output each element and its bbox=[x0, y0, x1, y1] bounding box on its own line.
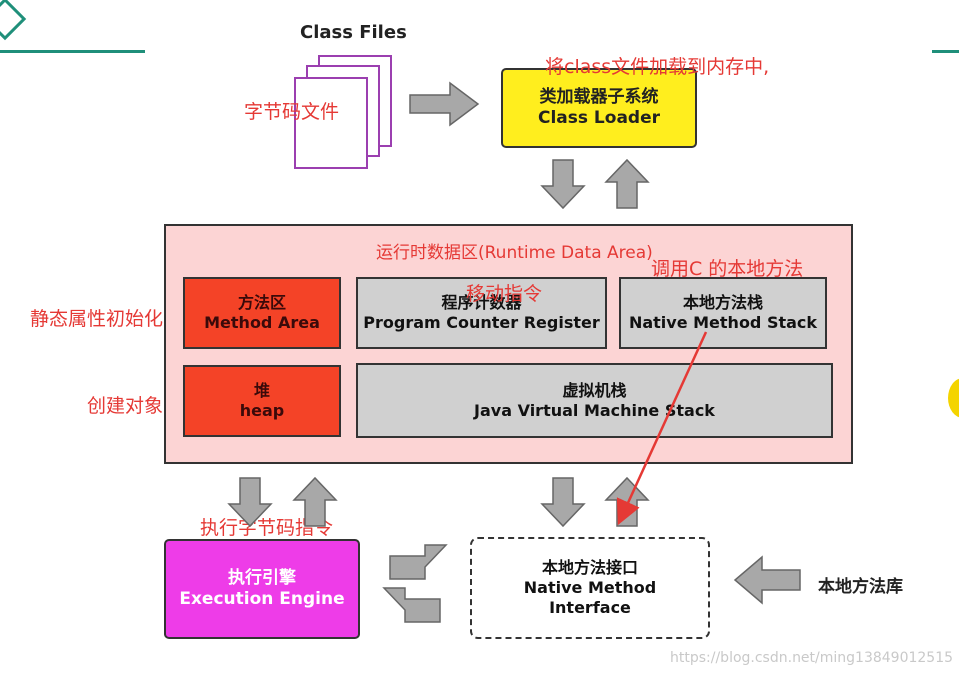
arrow-runtime-down-to-engine bbox=[227, 477, 273, 528]
heap-en: heap bbox=[239, 401, 285, 420]
pc-register-cn: 程序计数器 bbox=[441, 293, 522, 312]
native-method-stack-en: Native Method Stack bbox=[628, 313, 818, 332]
class-loader-cn: 类加载器子系统 bbox=[539, 86, 659, 107]
arrow-engine-to-native bbox=[389, 544, 448, 580]
arrow-engine-up-to-runtime bbox=[292, 476, 338, 527]
native-method-stack-box: 本地方法栈 Native Method Stack bbox=[619, 277, 827, 349]
native-interface-en-2: Interface bbox=[549, 598, 631, 617]
top-right-rule bbox=[932, 50, 959, 53]
native-interface-en-1: Native Method bbox=[523, 578, 657, 597]
execution-engine-en: Execution Engine bbox=[179, 589, 345, 609]
move-instruction-note: 移动指令 bbox=[466, 283, 543, 305]
native-interface-cn: 本地方法接口 bbox=[541, 558, 638, 577]
native-method-library-label: 本地方法库 bbox=[818, 577, 903, 597]
arrow-library-to-native bbox=[733, 555, 801, 605]
arrow-loader-down bbox=[540, 159, 586, 210]
execute-bytecode-note: 执行字节码指令 bbox=[200, 517, 334, 539]
execution-engine-cn: 执行引擎 bbox=[228, 567, 296, 588]
watermark: https://blog.csdn.net/ming13849012515 bbox=[670, 650, 954, 666]
static-init-note: 静态属性初始化 bbox=[30, 308, 164, 330]
class-files-title: Class Files bbox=[300, 22, 407, 43]
call-c-native-note: 调用C 的本地方法 bbox=[651, 258, 804, 280]
method-area-box: 方法区 Method Area bbox=[183, 277, 341, 349]
class-loader-en: Class Loader bbox=[538, 108, 660, 128]
arrow-files-to-loader bbox=[409, 81, 480, 127]
create-object-note: 创建对象 bbox=[87, 395, 164, 417]
top-left-rule bbox=[0, 50, 145, 53]
method-area-en: Method Area bbox=[204, 313, 320, 332]
jvm-stack-en: Java Virtual Machine Stack bbox=[474, 400, 715, 420]
red-annotation-arrow bbox=[616, 331, 708, 526]
file-sheet-front bbox=[294, 77, 368, 169]
pc-register-box: 程序计数器 Program Counter Register bbox=[356, 277, 607, 349]
bytecode-file-note: 字节码文件 bbox=[244, 101, 340, 123]
arrow-native-to-engine bbox=[382, 587, 441, 623]
heap-box: 堆 heap bbox=[183, 365, 341, 437]
class-loader-box: 类加载器子系统 Class Loader bbox=[501, 68, 697, 148]
arrow-native-up-to-runtime bbox=[604, 476, 650, 527]
jvm-stack-box: 虚拟机栈 Java Virtual Machine Stack bbox=[356, 363, 833, 438]
native-method-interface-box: 本地方法接口 Native Method Interface bbox=[470, 537, 710, 639]
arrow-runtime-down-to-native bbox=[540, 477, 586, 528]
runtime-data-area-title: 运行时数据区(Runtime Data Area) bbox=[376, 243, 653, 263]
native-method-stack-cn: 本地方法栈 bbox=[682, 293, 763, 312]
method-area-cn: 方法区 bbox=[237, 293, 286, 312]
load-to-memory-note: 将class文件加载到内存中, bbox=[545, 56, 770, 78]
yellow-circle-icon bbox=[948, 378, 959, 418]
heap-cn: 堆 bbox=[253, 381, 270, 400]
jvm-stack-cn: 虚拟机栈 bbox=[562, 380, 627, 400]
pc-register-en: Program Counter Register bbox=[363, 313, 600, 332]
arrow-runtime-up-to-loader bbox=[604, 158, 650, 209]
execution-engine-box: 执行引擎 Execution Engine bbox=[164, 539, 360, 639]
